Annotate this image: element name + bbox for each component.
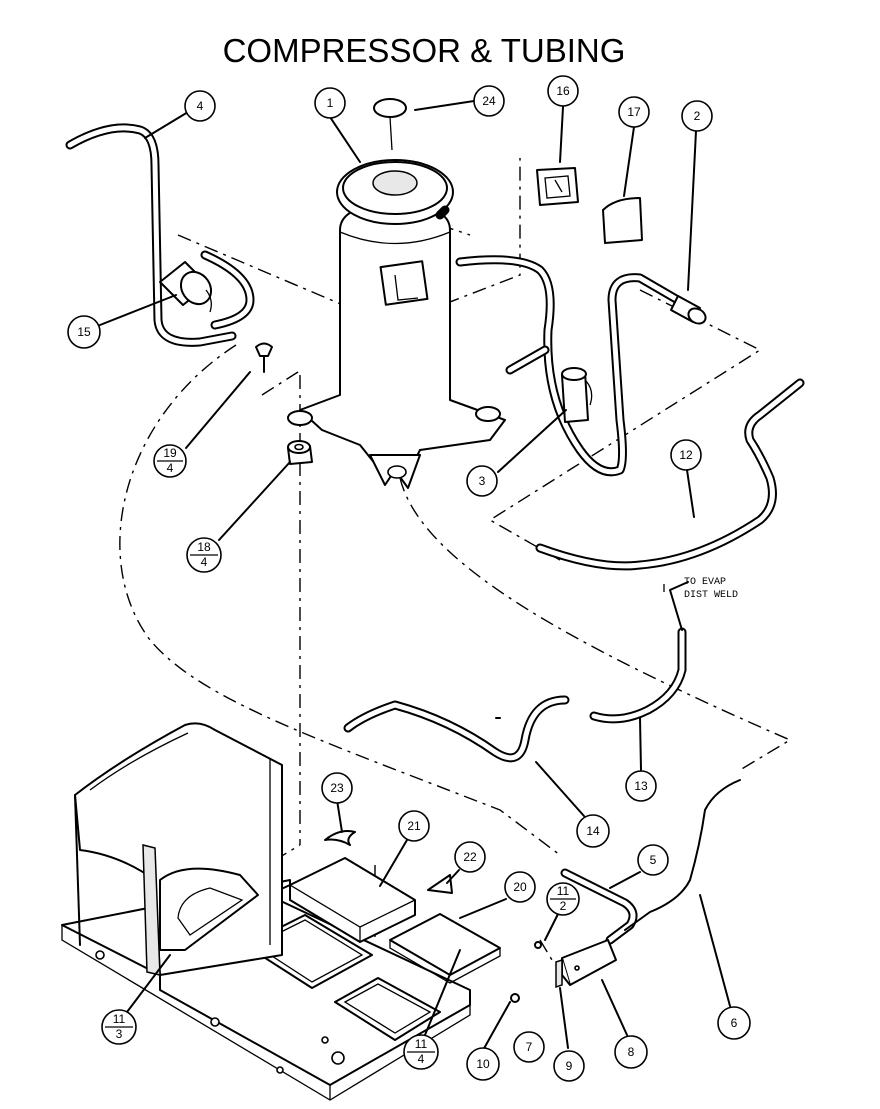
screw-11-2: [534, 941, 542, 949]
diagram-title: COMPRESSOR & TUBING: [223, 32, 626, 69]
svg-text:10: 10: [476, 1057, 490, 1071]
callout-8: 8: [614, 1035, 648, 1069]
compressor: [287, 159, 506, 489]
cap-24: [373, 98, 407, 151]
svg-text:24: 24: [482, 94, 496, 108]
tube-14: [343, 695, 570, 763]
callout-10: 10: [466, 1047, 500, 1081]
svg-text:19: 19: [163, 446, 177, 460]
svg-text:2: 2: [560, 899, 567, 913]
callout-13: 13: [625, 770, 657, 802]
svg-text:7: 7: [526, 1040, 533, 1054]
svg-text:11: 11: [415, 1037, 428, 1051]
screw-19: [255, 342, 273, 373]
pad-23: [324, 830, 356, 846]
callout-11-4: 11 4: [403, 1034, 439, 1070]
svg-text:4: 4: [197, 99, 204, 113]
tube-13: [589, 581, 689, 724]
svg-text:5: 5: [650, 853, 657, 867]
callout-15: 15: [67, 315, 101, 349]
callout-14: 14: [576, 814, 610, 848]
callout-9: 9: [553, 1050, 585, 1082]
svg-text:14: 14: [586, 824, 600, 838]
svg-text:16: 16: [556, 84, 570, 98]
callout-4: 4: [184, 90, 216, 122]
panel-20: [389, 913, 501, 984]
callout-2: 2: [681, 100, 713, 132]
terminal-cover-17: [602, 197, 643, 244]
tube-6: [624, 779, 741, 931]
svg-text:6: 6: [731, 1016, 738, 1030]
svg-text:17: 17: [627, 105, 641, 119]
callout-11-2: 11 2: [546, 882, 580, 916]
leader-lines: [99, 100, 731, 1053]
screw-10: [510, 993, 520, 1003]
grommet-18: [287, 440, 313, 465]
pad-22: [427, 874, 453, 894]
cabinet-wall: [74, 722, 283, 976]
panel-21: [289, 857, 416, 943]
svg-text:3: 3: [479, 474, 486, 488]
svg-text:20: 20: [513, 880, 527, 894]
callout-17: 17: [618, 96, 650, 128]
callout-23: 23: [321, 772, 353, 804]
svg-text:15: 15: [77, 325, 91, 339]
callout-22: 22: [454, 841, 486, 873]
svg-text:4: 4: [167, 461, 174, 475]
svg-text:12: 12: [679, 448, 693, 462]
callout-6: 6: [717, 1006, 751, 1040]
svg-text:4: 4: [201, 555, 208, 569]
note-to-evap: TO EVAP DIST WELD: [663, 577, 738, 601]
svg-text:8: 8: [628, 1045, 635, 1059]
svg-text:21: 21: [407, 819, 421, 833]
tube-2: [455, 255, 707, 477]
svg-text:23: 23: [330, 781, 344, 795]
callout-12: 12: [670, 439, 702, 471]
callout-18-4: 18 4: [186, 537, 222, 573]
note-line-1: TO EVAP: [684, 577, 726, 588]
callout-21: 21: [398, 810, 430, 842]
bracket-8: [561, 939, 617, 986]
callout-11-3: 11 3: [101, 1009, 137, 1045]
svg-text:9: 9: [566, 1059, 573, 1073]
svg-text:1: 1: [327, 96, 334, 110]
callout-7: 7: [513, 1031, 545, 1063]
svg-text:4: 4: [418, 1052, 425, 1066]
svg-text:18: 18: [197, 540, 211, 554]
callout-20: 20: [504, 871, 536, 903]
svg-text:3: 3: [116, 1027, 123, 1041]
tube-5: [560, 868, 638, 945]
tube-12: [535, 378, 805, 571]
svg-text:11: 11: [557, 884, 570, 898]
note-line-2: DIST WELD: [684, 590, 738, 601]
callout-24: 24: [473, 85, 505, 117]
svg-text:2: 2: [694, 109, 701, 123]
filter-drier-15: [159, 261, 213, 313]
tube-4: [65, 123, 255, 347]
svg-text:22: 22: [463, 850, 477, 864]
callout-3: 3: [466, 465, 498, 497]
callout-1: 1: [314, 87, 346, 119]
capacitor-3: [561, 367, 593, 423]
svg-text:13: 13: [634, 779, 648, 793]
callout-19-4: 19 4: [153, 444, 187, 478]
callout-16: 16: [547, 75, 579, 107]
overload-protector-16: [536, 167, 579, 206]
svg-text:11: 11: [113, 1012, 126, 1026]
screw-9: [555, 958, 563, 989]
callout-5: 5: [637, 844, 669, 876]
